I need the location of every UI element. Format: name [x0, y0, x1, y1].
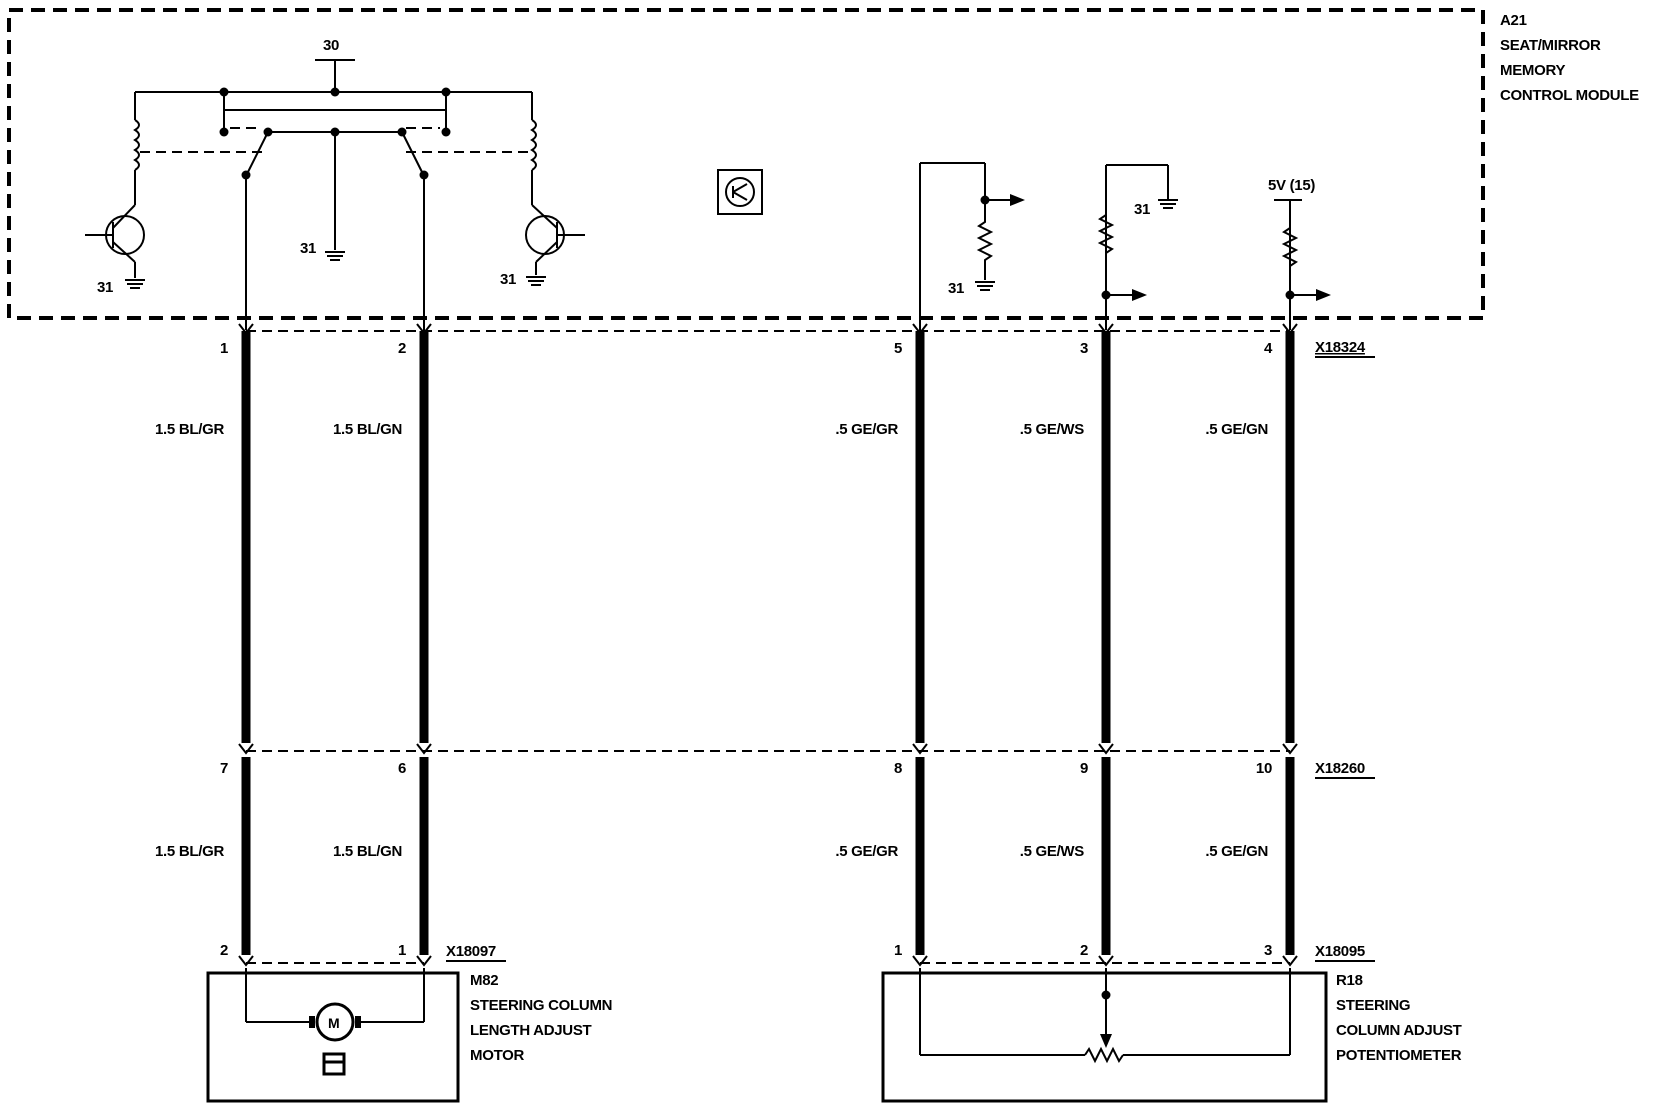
- motor-symbol: [315, 1002, 355, 1042]
- connector-pin-mark: [1282, 743, 1298, 755]
- pin-top: 3: [1080, 340, 1088, 357]
- pin-bottom: 1: [398, 942, 406, 959]
- motor-line1: STEERING COLUMN: [470, 997, 612, 1014]
- pin-top: 1: [220, 340, 228, 357]
- connector-pin-mark: [912, 323, 928, 335]
- pin-bottom: 3: [1264, 942, 1272, 959]
- module-boundary: [7, 8, 1485, 320]
- pot-line3: POTENTIOMETER: [1336, 1047, 1462, 1064]
- ground-31-label: 31: [300, 240, 316, 257]
- wire-4: 3 9 2 .5 GE/WS .5 GE/WS: [1020, 323, 1114, 967]
- pot-line1: STEERING: [1336, 997, 1410, 1014]
- motor-symbol-label: M: [328, 1015, 339, 1031]
- connector-pin-mark: [912, 955, 928, 967]
- connector-pin-mark: [238, 323, 254, 335]
- supply-5v-label: 5V (15): [1268, 177, 1315, 194]
- wire-label-upper: 1.5 BL/GN: [333, 421, 402, 438]
- pin-middle: 10: [1256, 760, 1272, 777]
- connector-middle-label: X18260: [1315, 760, 1365, 777]
- ground-31-label-left: 31: [97, 279, 113, 296]
- ground-31-label-3: 31: [1134, 201, 1150, 218]
- connector-pin-mark: [416, 743, 432, 755]
- ground-31-label-right: 31: [500, 271, 516, 288]
- pot-interface-circuit: 31 31 5V (15): [919, 162, 1331, 330]
- wire-3: 5 8 1 .5 GE/GR .5 GE/GR: [835, 323, 928, 967]
- module-name-line2: MEMORY: [1500, 62, 1565, 79]
- connector-pin-mark: [416, 955, 432, 967]
- solid-state-icon: [717, 169, 763, 215]
- connector-pot-label: X18095: [1315, 943, 1365, 960]
- wire-label-upper: .5 GE/GN: [1205, 421, 1268, 438]
- connector-pin-mark: [416, 323, 432, 335]
- wire-label-lower: .5 GE/GR: [835, 843, 898, 860]
- module-id: A21: [1500, 12, 1527, 29]
- pin-middle: 6: [398, 760, 406, 777]
- motor-m82: M M82 STEERING COLUMN LENGTH ADJUST MOTO…: [206, 968, 612, 1103]
- supply-30-label: 30: [323, 37, 339, 54]
- motor-box: [206, 971, 460, 1103]
- connector-pin-mark: [238, 955, 254, 967]
- wire-2: 2 6 1 1.5 BL/GN 1.5 BL/GN: [333, 323, 432, 967]
- module-name-line1: SEAT/MIRROR: [1500, 37, 1601, 54]
- connector-pin-mark: [1098, 743, 1114, 755]
- wiper-arrow-icon: [1100, 1034, 1112, 1048]
- pin-top: 2: [398, 340, 406, 357]
- relay-circuit: 30: [85, 37, 585, 330]
- pin-middle: 7: [220, 760, 228, 777]
- pin-bottom: 1: [894, 942, 902, 959]
- motor-id: M82: [470, 972, 498, 989]
- module-label: A21 SEAT/MIRROR MEMORY CONTROL MODULE: [1500, 12, 1639, 104]
- potentiometer-r18: R18 STEERING COLUMN ADJUST POTENTIOMETER: [881, 968, 1462, 1103]
- wire-label-upper: .5 GE/GR: [835, 421, 898, 438]
- connector-pin-mark: [912, 743, 928, 755]
- pin-top: 5: [894, 340, 902, 357]
- wire-label-lower: 1.5 BL/GR: [155, 843, 224, 860]
- module-name-line3: CONTROL MODULE: [1500, 87, 1639, 104]
- pot-id: R18: [1336, 972, 1363, 989]
- connector-pin-mark: [1282, 323, 1298, 335]
- pin-middle: 9: [1080, 760, 1088, 777]
- wire-label-lower: .5 GE/WS: [1020, 843, 1085, 860]
- wire-label-upper: .5 GE/WS: [1020, 421, 1085, 438]
- wire-1: 1 7 2 1.5 BL/GR 1.5 BL/GR: [155, 323, 254, 967]
- motor-line3: MOTOR: [470, 1047, 525, 1064]
- connector-pin-mark: [1098, 323, 1114, 335]
- wire-label-upper: 1.5 BL/GR: [155, 421, 224, 438]
- motor-line2: LENGTH ADJUST: [470, 1022, 592, 1039]
- connector-pin-mark: [1282, 955, 1298, 967]
- pot-line2: COLUMN ADJUST: [1336, 1022, 1462, 1039]
- pin-bottom: 2: [220, 942, 228, 959]
- connector-top-label: X18324: [1315, 339, 1366, 356]
- pin-top: 4: [1264, 340, 1273, 357]
- wire-label-lower: .5 GE/GN: [1205, 843, 1268, 860]
- connector-pin-mark: [238, 743, 254, 755]
- connector-pin-mark: [1098, 955, 1114, 967]
- pin-middle: 8: [894, 760, 902, 777]
- harness-wires: 1 7 2 1.5 BL/GR 1.5 BL/GR 2 6 1 1.5 BL/GN 1.5 BL/…: [155, 323, 1298, 967]
- connector-motor-label: X18097: [446, 943, 496, 960]
- wire-5: 4 10 3 .5 GE/GN .5 GE/GN: [1205, 323, 1298, 967]
- pin-bottom: 2: [1080, 942, 1088, 959]
- wire-label-lower: 1.5 BL/GN: [333, 843, 402, 860]
- ground-31-label-pot: 31: [948, 280, 964, 297]
- motor-component-icon: [322, 1052, 346, 1076]
- pot-box: [881, 971, 1328, 1103]
